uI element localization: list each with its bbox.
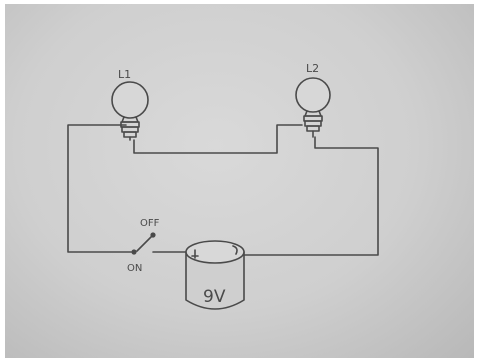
battery: [185, 240, 245, 310]
battery-terminal-right: [232, 245, 238, 255]
switch-on-label: ON: [127, 263, 142, 274]
wire-bulb2-to-right: [242, 136, 379, 256]
bulb-l1-glass: [111, 81, 149, 119]
wire-left-top: [67, 124, 132, 253]
bulb-l2-glass: [295, 77, 331, 113]
bulb-l1: [111, 81, 149, 141]
bulb-l2: [295, 77, 331, 138]
switch-off-label: OFF: [140, 218, 160, 229]
bulb-l1-label: L1: [118, 68, 131, 81]
switch-on-contact: [131, 249, 137, 255]
switch-off-contact: [150, 232, 156, 238]
battery-terminal-left: [191, 249, 199, 259]
switch-lever: [136, 235, 153, 252]
battery-label: 9V: [203, 287, 226, 307]
wire-bulb1-to-bulb2: [133, 124, 303, 154]
bulb-l2-label: L2: [306, 62, 319, 75]
battery-top: [185, 240, 245, 264]
battery-body: [185, 251, 245, 310]
